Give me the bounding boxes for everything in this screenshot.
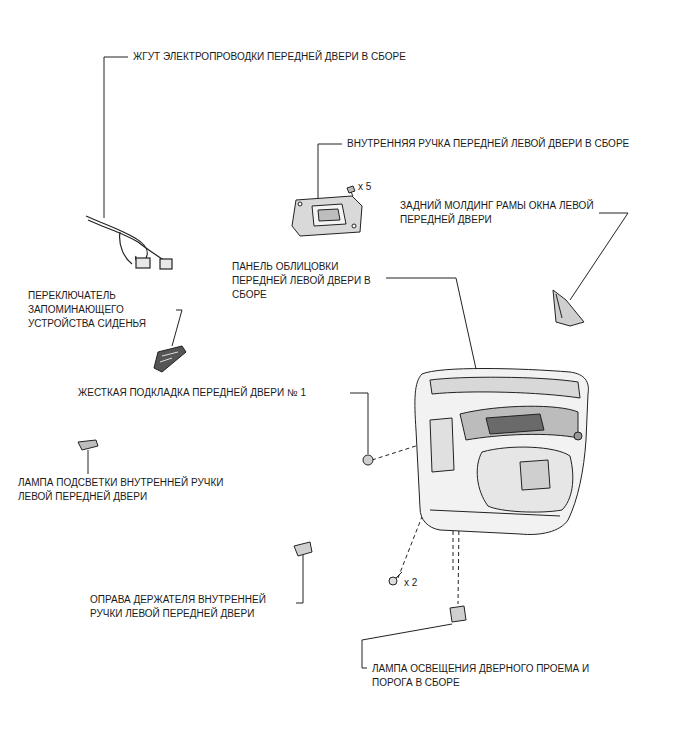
part-name: ЖГУТ ЭЛЕКТРОПРОВОДКИ ПЕРЕДНЕЙ ДВЕРИ В СБ… (133, 50, 406, 64)
hard-pad (363, 455, 373, 465)
courtesy-lamp (450, 606, 466, 622)
quantity-label: x 5 (358, 180, 371, 194)
part-name: ЛАМПА ПОДСВЕТКИ ВНУТРЕННЕЙ РУЧКИ ЛЕВОЙ П… (18, 476, 256, 504)
leader-line (350, 393, 368, 454)
quantity-label: x 2 (404, 576, 417, 590)
part-name: ПАНЕЛЬ ОБЛИЦОВКИ ПЕРЕДНЕЙ ЛЕВОЙ ДВЕРИ В … (232, 260, 380, 302)
part-name: ЖЕСТКАЯ ПОДКЛАДКА ПЕРЕДНЕЙ ДВЕРИ № 1 (78, 386, 306, 400)
leader-line (570, 213, 628, 300)
screw (389, 572, 402, 585)
part-name: ПЕРЕКЛЮЧАТЕЛЬ ЗАПОМИНАЮЩЕГО УСТРОЙСТВА С… (28, 289, 168, 331)
part-name: ЛАМПА ОСВЕЩЕНИЯ ДВЕРНОГО ПРОЕМА И ПОРОГА… (372, 662, 600, 690)
window-moulding (553, 290, 584, 326)
leader-line (104, 57, 128, 218)
handle-bezel (294, 542, 312, 556)
handle-lamp (78, 440, 98, 450)
leader-line (172, 310, 182, 346)
wire-harness (86, 216, 172, 269)
leader-line (88, 450, 89, 474)
memory-switch (154, 346, 186, 372)
part-name: ЗАДНИЙ МОЛДИНГ РАМЫ ОКНА ЛЕВОЙ ПЕРЕДНЕЙ … (400, 199, 596, 227)
inside-handle (292, 186, 362, 236)
door-trim-panel (415, 369, 589, 535)
part-name: ОПРАВА ДЕРЖАТЕЛЯ ВНУТРЕННЕЙ РУЧКИ ЛЕВОЙ … (90, 593, 292, 621)
part-name: ВНУТРЕННЯЯ РУЧКА ПЕРЕДНЕЙ ЛЕВОЙ ДВЕРИ В … (347, 137, 629, 151)
leader-line (386, 278, 478, 378)
leader-line (318, 144, 342, 198)
leader-line (296, 555, 303, 603)
leader-line (362, 624, 452, 668)
